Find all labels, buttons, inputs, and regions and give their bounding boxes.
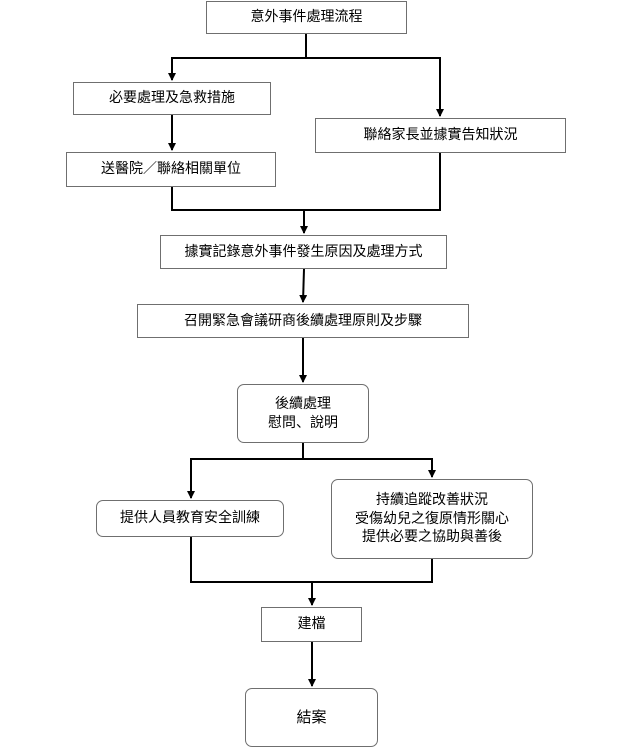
node-followup: 後續處理 慰問、說明: [237, 384, 369, 443]
node-hospital: 送醫院／聯絡相關單位: [66, 152, 276, 187]
node-archive-text: 建檔: [297, 616, 326, 633]
connector-record-to-meeting: [299, 268, 308, 303]
node-training-text: 提供人員教育安全訓練: [120, 510, 260, 527]
node-start: 意外事件處理流程: [206, 1, 407, 34]
node-meeting: 召開緊急會議研商後續處理原則及步驟: [137, 304, 469, 338]
connector-followup-to-training: [187, 443, 304, 499]
node-followup-line-2: 慰問、說明: [268, 414, 338, 431]
node-hospital-text: 送醫院／聯絡相關單位: [101, 161, 241, 178]
node-end: 結案: [245, 688, 378, 747]
connector-start-to-notify-parents: [306, 57, 444, 117]
node-tracking: 持續追蹤改善狀況 受傷幼兒之復原情形關心 提供必要之協助與善後: [331, 479, 533, 559]
node-record-text: 據實記錄意外事件發生原因及處理方式: [184, 243, 423, 260]
connector-start-to-first-aid: [168, 33, 307, 81]
node-archive: 建檔: [261, 607, 362, 642]
connector-hospital-merge: [171, 153, 441, 211]
node-training: 提供人員教育安全訓練: [96, 500, 284, 537]
connector-followup-to-tracking: [303, 458, 436, 478]
node-first-aid-text: 必要處理及急救措施: [109, 90, 235, 107]
node-notify-parents: 聯絡家長並據實告知狀況: [315, 118, 566, 153]
node-record: 據實記錄意外事件發生原因及處理方式: [160, 235, 447, 269]
node-tracking-line-3: 提供必要之協助與善後: [362, 529, 502, 546]
node-tracking-line-1: 持續追蹤改善狀況: [376, 491, 488, 508]
node-meeting-text: 召開緊急會議研商後續處理原則及步驟: [184, 312, 422, 329]
node-first-aid: 必要處理及急救措施: [73, 82, 271, 115]
node-notify-parents-text: 聯絡家長並據實告知狀況: [363, 127, 518, 144]
node-start-text: 意外事件處理流程: [250, 9, 363, 26]
node-end-text: 結案: [296, 708, 327, 727]
node-followup-line-1: 後續處理: [275, 395, 331, 412]
node-tracking-line-2: 受傷幼兒之復原情形關心: [355, 510, 509, 527]
